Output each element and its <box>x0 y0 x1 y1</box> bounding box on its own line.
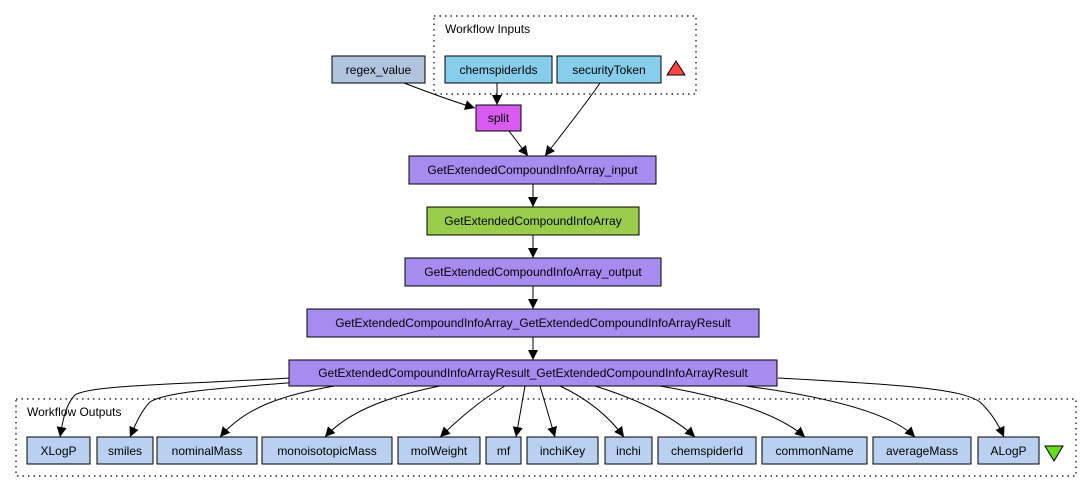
output-port-label: commonName <box>775 444 853 458</box>
edge-to-xlogp <box>56 377 291 438</box>
nodes: regex_value chemspiderIds securityToken … <box>26 55 1064 465</box>
output-port-averagemass[interactable]: averageMass <box>872 436 972 465</box>
edge-to-chemspiderid <box>594 385 696 438</box>
output-port-molweight[interactable]: molWeight <box>397 436 481 465</box>
node-service[interactable]: GetExtendedCompoundInfoArray <box>426 206 640 236</box>
inputs-marker-triangle-icon <box>666 60 686 76</box>
edge-to-nominalmass <box>219 384 341 438</box>
node-split[interactable]: split <box>475 104 522 132</box>
node-split-label: split <box>488 111 510 125</box>
node-service-label: GetExtendedCompoundInfoArray <box>444 214 621 228</box>
output-port-label: mf <box>497 444 511 458</box>
output-port-monoisotopicmass[interactable]: monoisotopicMass <box>261 436 393 465</box>
edge-to-monoisotopicmass <box>324 385 441 438</box>
workflow-inputs-cluster: Workflow Inputs <box>433 15 697 95</box>
output-port-chemspiderid[interactable]: chemspiderId <box>657 436 757 465</box>
edges <box>56 82 1005 438</box>
edge-to-inchikey <box>539 385 557 438</box>
edge-to-molweight <box>439 385 506 438</box>
node-chemspiderids-label: chemspiderIds <box>459 63 537 77</box>
node-result-item-label: GetExtendedCompoundInfoArrayResult_GetEx… <box>318 366 748 380</box>
output-port-mf[interactable]: mf <box>485 436 522 465</box>
node-chemspiderids[interactable]: chemspiderIds <box>444 55 553 84</box>
workflow-outputs-label: Workflow Outputs <box>27 405 121 419</box>
output-port-label: smiles <box>108 444 142 458</box>
edge-securitytoken-to-input <box>544 82 601 157</box>
node-input-message-label: GetExtendedCompoundInfoArray_input <box>427 163 638 177</box>
outputs-marker-triangle-icon <box>1044 445 1064 462</box>
output-port-label: nominalMass <box>172 444 243 458</box>
node-result-splitter[interactable]: GetExtendedCompoundInfoArray_GetExtended… <box>306 308 760 338</box>
edge-to-averagemass <box>729 383 916 438</box>
edge-to-mf <box>512 385 526 438</box>
output-port-label: XLogP <box>40 444 76 458</box>
output-port-nominalmass[interactable]: nominalMass <box>156 436 258 465</box>
node-securitytoken-label: securityToken <box>572 63 645 77</box>
edge-to-smiles <box>129 381 301 438</box>
node-regex-value[interactable]: regex_value <box>331 55 426 84</box>
output-port-inchi[interactable]: inchi <box>604 436 653 465</box>
output-port-label: monoisotopicMass <box>277 444 376 458</box>
output-port-smiles[interactable]: smiles <box>96 436 154 465</box>
node-result-splitter-label: GetExtendedCompoundInfoArray_GetExtended… <box>335 316 731 330</box>
node-result-item[interactable]: GetExtendedCompoundInfoArrayResult_GetEx… <box>288 359 778 387</box>
edge-to-commonname <box>659 385 806 438</box>
output-port-xlogp[interactable]: XLogP <box>26 436 91 465</box>
workflow-outputs-cluster: Workflow Outputs <box>15 398 1077 477</box>
output-port-alogp[interactable]: ALogP <box>977 436 1040 465</box>
output-port-label: ALogP <box>990 444 1026 458</box>
output-port-commonname[interactable]: commonName <box>761 436 868 465</box>
node-regex-value-label: regex_value <box>346 63 412 77</box>
output-port-label: chemspiderId <box>671 444 743 458</box>
node-input-message[interactable]: GetExtendedCompoundInfoArray_input <box>408 155 657 185</box>
workflow-inputs-label: Workflow Inputs <box>445 22 530 36</box>
node-securitytoken[interactable]: securityToken <box>556 55 662 84</box>
output-port-label: molWeight <box>411 444 468 458</box>
output-port-inchikey[interactable]: inchiKey <box>526 436 599 465</box>
output-port-label: inchiKey <box>540 444 585 458</box>
node-output-message[interactable]: GetExtendedCompoundInfoArray_output <box>404 257 662 287</box>
edge-split-to-input <box>508 130 529 157</box>
output-port-label: inchi <box>616 444 641 458</box>
node-output-message-label: GetExtendedCompoundInfoArray_output <box>424 265 642 279</box>
edge-to-alogp <box>777 377 1005 438</box>
edge-regex-to-split <box>403 82 476 110</box>
edge-to-inchi <box>559 385 625 438</box>
output-port-label: averageMass <box>886 444 958 458</box>
